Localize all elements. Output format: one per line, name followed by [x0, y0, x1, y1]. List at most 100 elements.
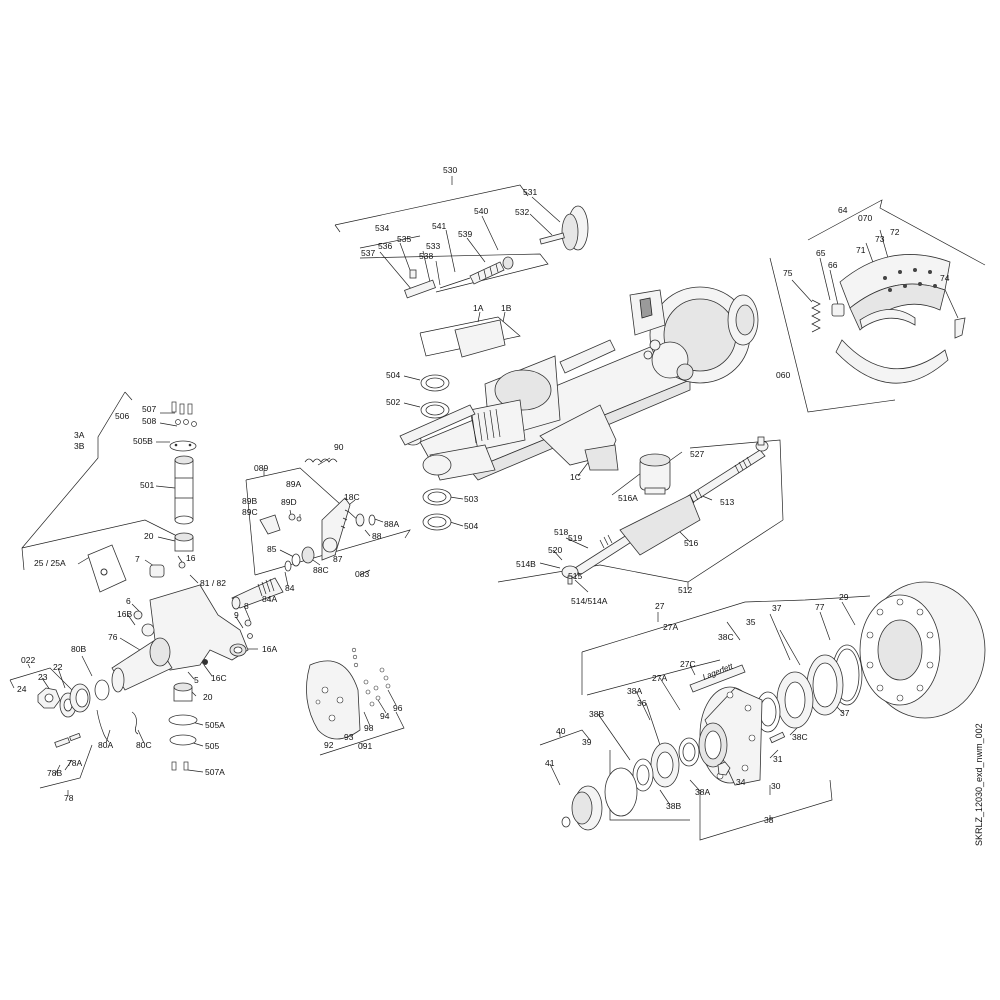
- ref-80B: 80B: [71, 644, 86, 654]
- cylinder-bracket: [454, 319, 506, 358]
- ref-27C: 27C: [680, 659, 696, 669]
- ref-64: 64: [838, 205, 848, 215]
- ref-18C: 18C: [344, 492, 360, 502]
- ref-089: 089: [254, 463, 268, 473]
- ref-78B: 78B: [47, 768, 62, 778]
- ref-520: 520: [548, 545, 562, 555]
- ref-537: 537: [361, 248, 375, 258]
- ref-507A: 507A: [205, 767, 225, 777]
- ref-022: 022: [21, 655, 35, 665]
- ref-37-top: 37: [772, 603, 782, 613]
- brake-chamber: [539, 205, 589, 251]
- ref-93: 93: [344, 732, 354, 742]
- ref-505B: 505B: [133, 436, 153, 446]
- ref-504-bottom: 504: [464, 521, 478, 531]
- ref-37-bottom: 37: [840, 708, 850, 718]
- ref-514B: 514B: [516, 559, 536, 569]
- ref-1C: 1C: [570, 472, 581, 482]
- ref-39: 39: [582, 737, 592, 747]
- ref-8: 8: [244, 601, 249, 611]
- ref-90: 90: [334, 442, 344, 452]
- thrust-washers: [420, 374, 452, 531]
- ref-84A: 84A: [262, 594, 277, 604]
- ref-515: 515: [568, 571, 582, 581]
- ref-20-top: 20: [144, 531, 154, 541]
- ref-35: 35: [746, 617, 756, 627]
- ref-506: 506: [115, 411, 129, 421]
- ref-76: 76: [108, 632, 118, 642]
- hub-end-group: [37, 679, 139, 748]
- brake-shoes: [811, 254, 966, 384]
- ref-98: 98: [364, 723, 374, 733]
- ref-31: 31: [773, 754, 783, 764]
- ref-36: 36: [637, 698, 647, 708]
- ref-083: 083: [355, 569, 369, 579]
- ref-533: 533: [426, 241, 440, 251]
- wheel-hub-group: Lagerfett: [561, 654, 844, 831]
- ref-539: 539: [458, 229, 472, 239]
- ref-94: 94: [380, 711, 390, 721]
- ref-3B: 3B: [74, 441, 85, 451]
- ref-73: 73: [875, 234, 885, 244]
- ref-3A: 3A: [74, 430, 85, 440]
- ref-502: 502: [386, 397, 400, 407]
- ref-16-top: 16: [186, 553, 196, 563]
- ref-65: 65: [816, 248, 826, 258]
- ref-38C-bottom: 38C: [792, 732, 808, 742]
- leader-lines: [9, 176, 986, 841]
- ref-27A-mid: 27A: [652, 673, 667, 683]
- ref-38B-bottom: 38B: [666, 801, 681, 811]
- ref-070: 070: [858, 213, 872, 223]
- ref-38C-top: 38C: [718, 632, 734, 642]
- ref-38: 38: [764, 815, 774, 825]
- ref-9: 9: [234, 610, 239, 620]
- ref-538: 538: [419, 251, 433, 261]
- ref-508: 508: [142, 416, 156, 426]
- ref-80A: 80A: [98, 740, 113, 750]
- ref-92: 92: [324, 740, 334, 750]
- ref-27A-top: 27A: [663, 622, 678, 632]
- ref-72: 72: [890, 227, 900, 237]
- ref-504-top: 504: [386, 370, 400, 380]
- ref-501: 501: [140, 480, 154, 490]
- ref-71: 71: [856, 245, 866, 255]
- ref-81-82: 81 / 82: [200, 578, 226, 588]
- slack-adjuster-group: [231, 458, 376, 610]
- ref-88: 88: [372, 531, 382, 541]
- ref-527: 527: [690, 449, 704, 459]
- ref-25-25A: 25 / 25A: [34, 558, 66, 568]
- ref-6: 6: [126, 596, 131, 606]
- ref-40: 40: [556, 726, 566, 736]
- ref-89B: 89B: [242, 496, 257, 506]
- ref-536: 536: [378, 241, 392, 251]
- ref-503: 503: [464, 494, 478, 504]
- ref-16C: 16C: [211, 673, 227, 683]
- axle-beam: [399, 339, 691, 481]
- ref-74: 74: [940, 273, 950, 283]
- ref-16A: 16A: [262, 644, 277, 654]
- ref-77: 77: [815, 602, 825, 612]
- ref-20-bottom: 20: [203, 692, 213, 702]
- ref-24: 24: [17, 684, 27, 694]
- ref-534: 534: [375, 223, 389, 233]
- ref-29: 29: [839, 592, 849, 602]
- ref-091: 091: [358, 741, 372, 751]
- ref-38B-top: 38B: [589, 709, 604, 719]
- ref-34: 34: [736, 777, 746, 787]
- ref-89A: 89A: [286, 479, 301, 489]
- ref-30: 30: [771, 781, 781, 791]
- ref-060: 060: [776, 370, 790, 380]
- ref-16B: 16B: [117, 609, 132, 619]
- ref-89C: 89C: [242, 507, 258, 517]
- damper: [639, 453, 671, 495]
- ref-41: 41: [545, 758, 555, 768]
- ref-88C: 88C: [313, 565, 329, 575]
- ref-23: 23: [38, 672, 48, 682]
- ref-38A-top: 38A: [627, 686, 642, 696]
- tie-rod: [561, 436, 769, 585]
- ref-27: 27: [655, 601, 665, 611]
- ref-518: 518: [554, 527, 568, 537]
- ref-7: 7: [135, 554, 140, 564]
- reference-labels: 530 531 532 540 541 539 534 535 536 533 …: [17, 165, 950, 825]
- ref-89D: 89D: [281, 497, 297, 507]
